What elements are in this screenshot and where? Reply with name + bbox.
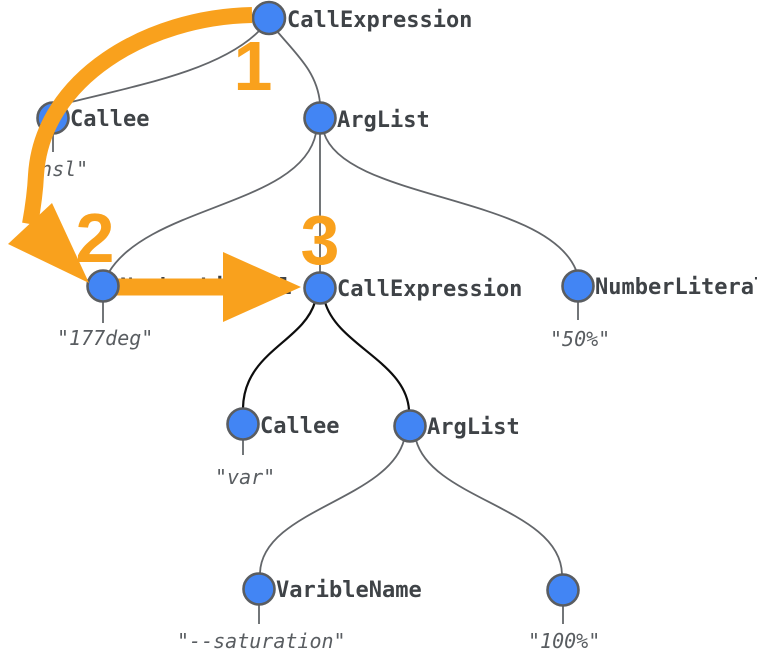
- traversal-arrow-2-to-3: [107, 252, 301, 322]
- tree-edges: [62, 29, 577, 575]
- edge-arglist2-to-number-100: [415, 439, 563, 575]
- arrow-head: [223, 252, 301, 322]
- node-label-callee-var: Callee: [260, 414, 339, 439]
- node-circle-arglist-var: [393, 409, 427, 443]
- node-circle-callee-var: [226, 407, 260, 441]
- node-label-varible-name: VaribleName: [276, 578, 422, 603]
- step-number-1: 1: [234, 27, 273, 105]
- edge-callexpression-to-callee: [241, 301, 317, 409]
- edge-root-to-arglist: [275, 29, 321, 104]
- arrow-head: [8, 203, 89, 283]
- node-circle-numberliteral-50: [561, 269, 595, 303]
- traversal-step-numbers: 1 2 3: [76, 27, 340, 279]
- node-value-var: "var": [215, 465, 275, 489]
- step-number-3: 3: [301, 201, 340, 279]
- step-number-2: 2: [76, 199, 115, 277]
- node-value-100pct: "100%": [528, 629, 600, 653]
- edge-arglist2-to-variblename: [259, 439, 405, 574]
- node-circle-arglist-hsl: [303, 101, 337, 135]
- tree-edges-highlighted: [241, 301, 411, 411]
- arrow-shaft: [22, 7, 253, 226]
- node-value-50pct: "50%": [550, 327, 610, 351]
- edge-root-to-callee: [62, 30, 260, 105]
- leaf-stubs: [52, 134, 579, 624]
- node-label-arglist-hsl: ArgList: [337, 108, 430, 133]
- node-value-177deg: "177deg": [57, 326, 153, 350]
- node-label-arglist-var: ArgList: [427, 415, 520, 440]
- edge-arglist-to-numberliteral-50: [323, 132, 577, 271]
- node-circle-callexpression-root: [251, 0, 287, 36]
- node-label-numberliteral-50: NumberLiteral: [595, 275, 757, 300]
- node-label-callexpression-root: CallExpression: [287, 8, 472, 33]
- node-circle-callexpression-var: [303, 271, 337, 305]
- node-circle-number-100: [546, 573, 580, 607]
- edge-callexpression-to-arglist: [323, 301, 411, 411]
- node-circles: [36, 0, 595, 607]
- node-label-callexpression-var: CallExpression: [337, 277, 522, 302]
- node-circle-numberliteral-177: [86, 269, 120, 303]
- edge-arglist-to-numberliteral-177: [108, 132, 317, 273]
- node-labels: CallExpression Callee ArgList NumberLite…: [70, 8, 757, 603]
- node-value-saturation: "--saturation": [177, 629, 346, 653]
- node-label-callee-hsl: Callee: [70, 107, 149, 132]
- node-circle-varible-name: [242, 572, 276, 606]
- traversal-arrow-1-to-2: [8, 7, 253, 283]
